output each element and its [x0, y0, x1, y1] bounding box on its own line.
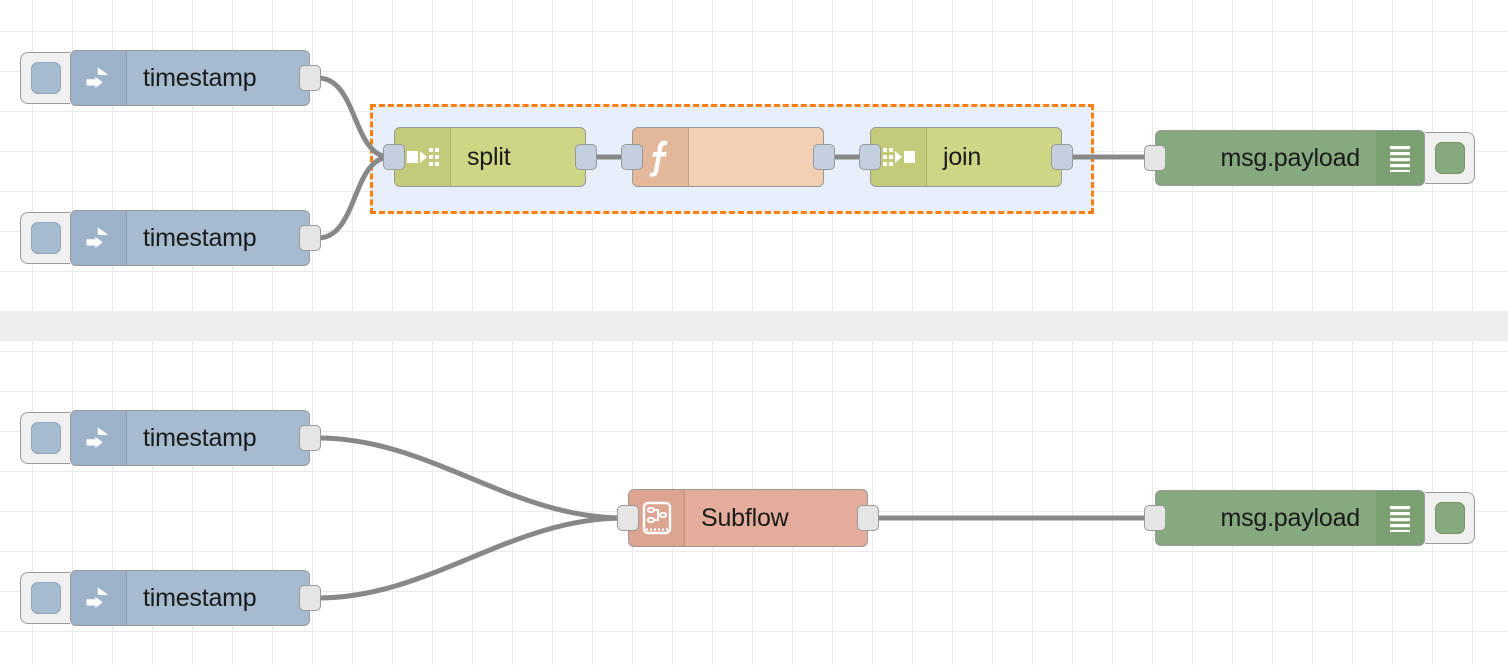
node-split[interactable]: split [394, 127, 586, 187]
node-label: timestamp [143, 583, 257, 612]
node-label: timestamp [143, 63, 257, 92]
node-debug[interactable]: msg.payload [1155, 130, 1425, 186]
debug-toggle-button[interactable] [1425, 132, 1475, 184]
input-port[interactable] [1144, 145, 1166, 171]
input-port[interactable] [383, 144, 405, 170]
node-label: timestamp [143, 223, 257, 252]
output-port[interactable] [813, 144, 835, 170]
debug-toggle-button[interactable] [1425, 492, 1475, 544]
output-port[interactable] [299, 65, 321, 91]
node-label: split [467, 142, 511, 171]
node-inject-timestamp[interactable]: timestamp [70, 410, 310, 466]
node-join[interactable]: join [870, 127, 1062, 187]
output-port[interactable] [575, 144, 597, 170]
debug-lines-icon [1376, 491, 1424, 545]
flow-divider [0, 311, 1508, 341]
inject-trigger-button[interactable] [20, 52, 70, 104]
inject-button-inner [30, 422, 61, 454]
input-port[interactable] [617, 505, 639, 531]
arrow-right-inject-icon [71, 411, 127, 465]
node-subflow[interactable]: Subflow [628, 489, 868, 547]
debug-button-inner [1434, 502, 1465, 534]
node-label: timestamp [143, 423, 257, 452]
inject-trigger-button[interactable] [20, 212, 70, 264]
node-inject-timestamp[interactable]: timestamp [70, 210, 310, 266]
arrow-right-inject-icon [71, 51, 127, 105]
node-inject-timestamp[interactable]: timestamp [70, 50, 310, 106]
input-port[interactable] [621, 144, 643, 170]
node-label: msg.payload [1220, 143, 1360, 172]
node-inject-timestamp[interactable]: timestamp [70, 570, 310, 626]
node-debug[interactable]: msg.payload [1155, 490, 1425, 546]
output-port[interactable] [857, 505, 879, 531]
arrow-right-inject-icon [71, 571, 127, 625]
node-label: msg.payload [1220, 503, 1360, 532]
node-label: Subflow [701, 503, 789, 532]
debug-button-inner [1434, 142, 1465, 174]
node-label [689, 128, 823, 186]
input-port[interactable] [859, 144, 881, 170]
node-function[interactable] [632, 127, 824, 187]
node-label: join [943, 142, 982, 171]
subflow-icon [629, 490, 685, 546]
output-port[interactable] [299, 425, 321, 451]
inject-button-inner [30, 582, 61, 614]
debug-lines-icon [1376, 131, 1424, 185]
input-port[interactable] [1144, 505, 1166, 531]
inject-button-inner [30, 62, 61, 94]
inject-trigger-button[interactable] [20, 572, 70, 624]
output-port[interactable] [299, 225, 321, 251]
wire-inject3-subflow [315, 435, 627, 521]
arrow-right-inject-icon [71, 211, 127, 265]
inject-button-inner [30, 222, 61, 254]
output-port[interactable] [1051, 144, 1073, 170]
output-port[interactable] [299, 585, 321, 611]
inject-trigger-button[interactable] [20, 412, 70, 464]
wire-inject4-subflow [315, 515, 627, 601]
